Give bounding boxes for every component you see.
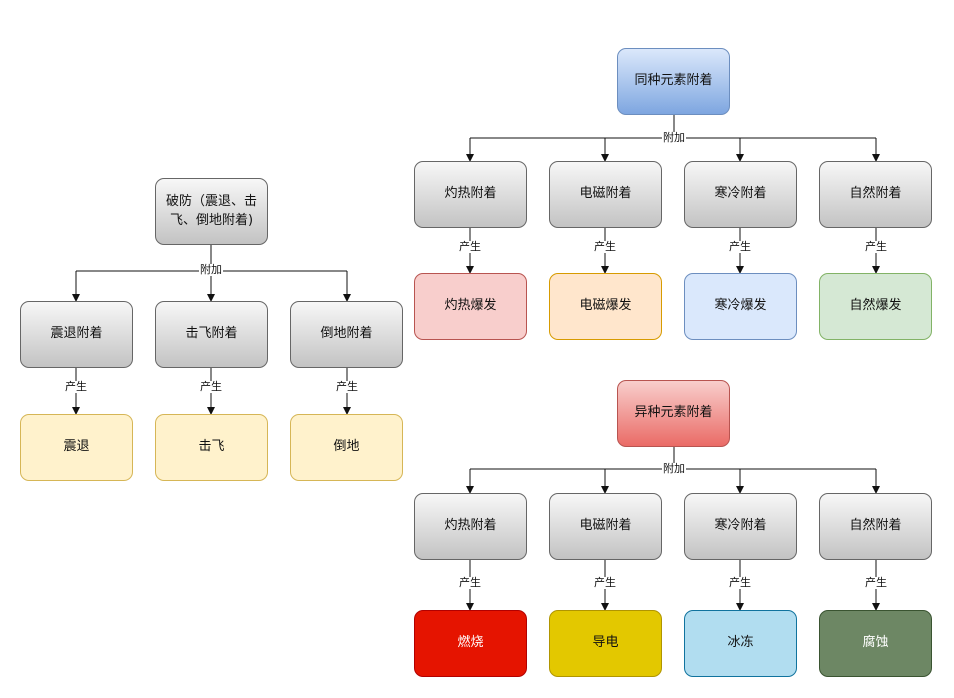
- diff-cold-produce-label: 产生: [728, 576, 752, 589]
- diff-cold-attach-node: 寒冷附着: [684, 493, 797, 560]
- break-root-node: 破防（震退、击飞、倒地附着): [155, 178, 268, 245]
- same-nature-attach-node: 自然附着: [819, 161, 932, 228]
- shockback-result-node: 震退: [20, 414, 133, 481]
- diff-element-edge-label: 附加: [662, 462, 686, 475]
- diff-em-produce-label: 产生: [593, 576, 617, 589]
- same-heat-produce-label: 产生: [458, 240, 482, 253]
- same-cold-attach-node: 寒冷附着: [684, 161, 797, 228]
- same-heat-attach-node: 灼热附着: [414, 161, 527, 228]
- same-cold-produce-label: 产生: [728, 240, 752, 253]
- nature-burst-node: 自然爆发: [819, 273, 932, 340]
- em-burst-node: 电磁爆发: [549, 273, 662, 340]
- same-em-attach-node: 电磁附着: [549, 161, 662, 228]
- knockdown-result-node: 倒地: [290, 414, 403, 481]
- diff-nature-attach-node: 自然附着: [819, 493, 932, 560]
- freeze-node: 冰冻: [684, 610, 797, 677]
- knockdown-produce-label: 产生: [335, 380, 359, 393]
- diff-em-attach-node: 电磁附着: [549, 493, 662, 560]
- knockup-produce-label: 产生: [199, 380, 223, 393]
- diff-element-root-node: 异种元素附着: [617, 380, 730, 447]
- same-element-root-node: 同种元素附着: [617, 48, 730, 115]
- cold-burst-node: 寒冷爆发: [684, 273, 797, 340]
- shockback-produce-label: 产生: [64, 380, 88, 393]
- shockback-attach-node: 震退附着: [20, 301, 133, 368]
- conduct-node: 导电: [549, 610, 662, 677]
- same-nature-produce-label: 产生: [864, 240, 888, 253]
- burn-node: 燃烧: [414, 610, 527, 677]
- heat-burst-node: 灼热爆发: [414, 273, 527, 340]
- diff-heat-produce-label: 产生: [458, 576, 482, 589]
- knockdown-attach-node: 倒地附着: [290, 301, 403, 368]
- knockup-result-node: 击飞: [155, 414, 268, 481]
- diff-heat-attach-node: 灼热附着: [414, 493, 527, 560]
- same-em-produce-label: 产生: [593, 240, 617, 253]
- diff-nature-produce-label: 产生: [864, 576, 888, 589]
- break-attach-edge-label: 附加: [199, 263, 223, 276]
- corrode-node: 腐蚀: [819, 610, 932, 677]
- knockup-attach-node: 击飞附着: [155, 301, 268, 368]
- same-element-edge-label: 附加: [662, 131, 686, 144]
